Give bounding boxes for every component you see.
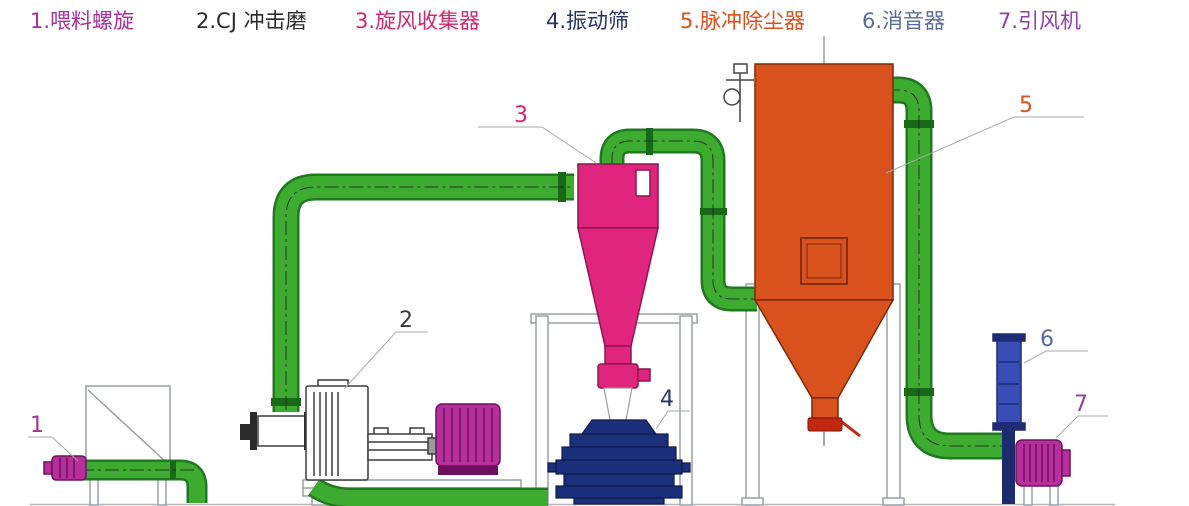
callout-1: 1	[30, 413, 44, 438]
muffler	[992, 333, 1026, 504]
pipe-mill-cyclone-outline	[272, 173, 574, 412]
legend-item-dust-collector: 5.脉冲除尘器	[680, 9, 806, 33]
callout-3: 3	[514, 103, 528, 128]
mill-motor	[435, 403, 501, 475]
pulse-dust-collector	[753, 63, 895, 419]
pipe-centerlines	[80, 89, 1003, 471]
callout-4: 4	[660, 387, 674, 412]
callout-7: 7	[1074, 392, 1088, 417]
fan-legs	[1023, 483, 1059, 506]
collector-gauge-assembly	[723, 63, 754, 122]
collector-discharge-valve	[807, 417, 861, 446]
legend: 1.喂料螺旋 2.CJ 冲击磨 3.旋风收集器 4.振动筛 5.脉冲除尘器 6.…	[0, 0, 1189, 34]
legend-item-feed-screw: 1.喂料螺旋	[30, 9, 135, 33]
callout-2: 2	[399, 308, 413, 333]
feed-hopper	[85, 385, 171, 506]
legend-item-fan: 7.引风机	[998, 9, 1082, 33]
callout-5: 5	[1019, 93, 1033, 118]
callout-numbers: 1 2 3 4 5 6 7	[30, 93, 1088, 438]
cyclone-collector	[577, 163, 659, 389]
legend-item-muffler: 6.消音器	[862, 9, 946, 33]
impact-mill	[240, 379, 501, 481]
feed-screw-motor	[43, 455, 87, 481]
legend-item-impact-mill: 2.CJ 冲击磨	[196, 9, 307, 33]
pipe-bottom	[309, 480, 548, 506]
vibrating-screen	[547, 419, 691, 505]
cyclone-discharge-funnel	[603, 387, 633, 421]
muffler-down-pipe	[1002, 430, 1015, 504]
callout-leaders	[28, 116, 1108, 462]
pipe-mill-cyclone	[275, 176, 574, 412]
induced-draft-fan	[1015, 439, 1071, 487]
callout-6: 6	[1040, 327, 1054, 352]
legend-item-vibrating-screen: 4.振动筛	[546, 9, 630, 33]
mill-body	[240, 379, 439, 481]
legend-item-cyclone: 3.旋风收集器	[355, 9, 481, 33]
